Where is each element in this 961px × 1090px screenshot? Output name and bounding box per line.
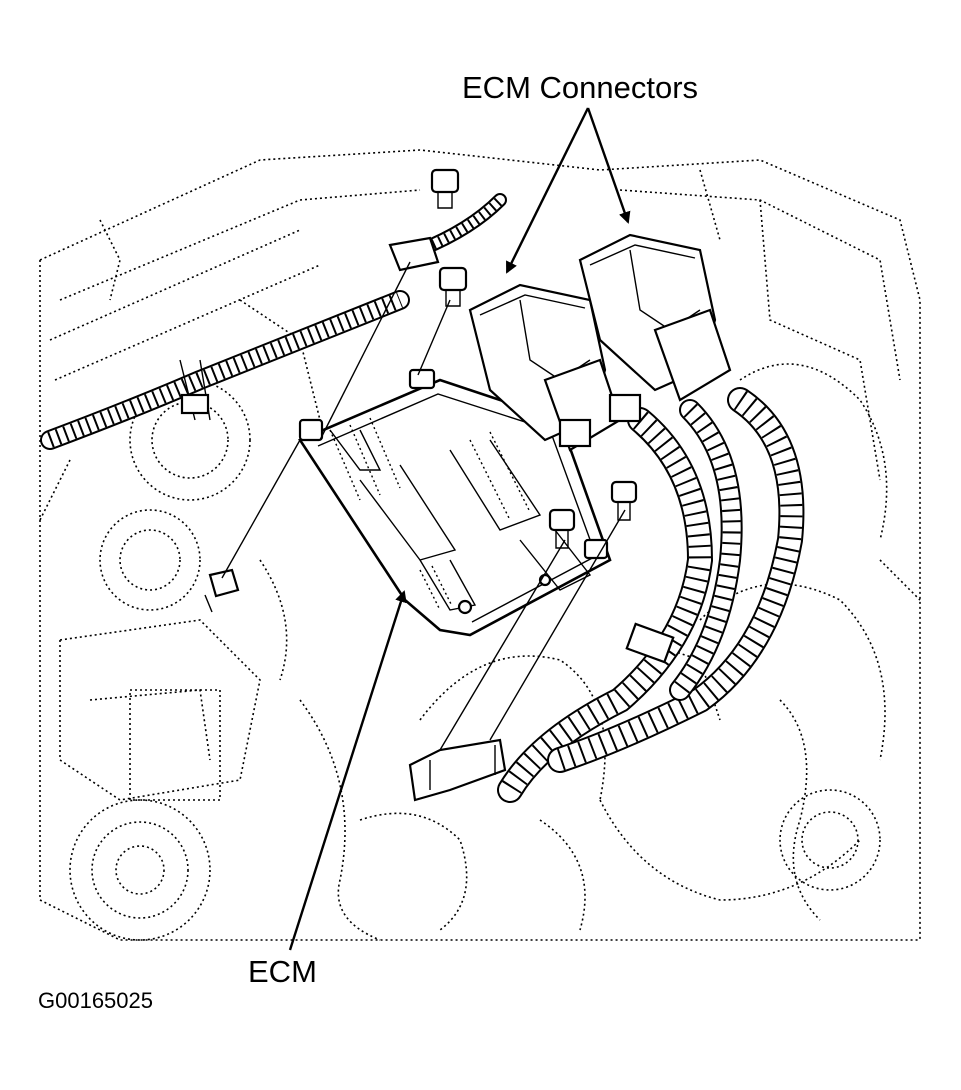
leader-ecm (288, 590, 407, 951)
leader-connector-left (505, 107, 590, 274)
ecm-connector-left (468, 283, 622, 452)
mount-stud (204, 568, 240, 613)
ecm-connector-right (578, 233, 732, 423)
ecm-connectors-label: ECM Connectors (462, 70, 699, 105)
bolt-ecm-2 (610, 480, 638, 521)
figure-id: G00165025 (38, 988, 153, 1013)
mounting-guide-lines (221, 261, 626, 751)
bolt-upper-2 (438, 266, 468, 307)
bolt-upper-1 (430, 168, 460, 209)
ecm-wiring-looms (497, 387, 805, 803)
ecm-label: ECM (248, 954, 317, 989)
left-harness (40, 290, 410, 450)
lower-bracket (408, 738, 507, 802)
upper-harness-and-bolts (388, 168, 507, 307)
bolt-ecm-1 (548, 508, 576, 549)
leader-connector-right (586, 107, 631, 224)
engine-background (39, 149, 921, 941)
